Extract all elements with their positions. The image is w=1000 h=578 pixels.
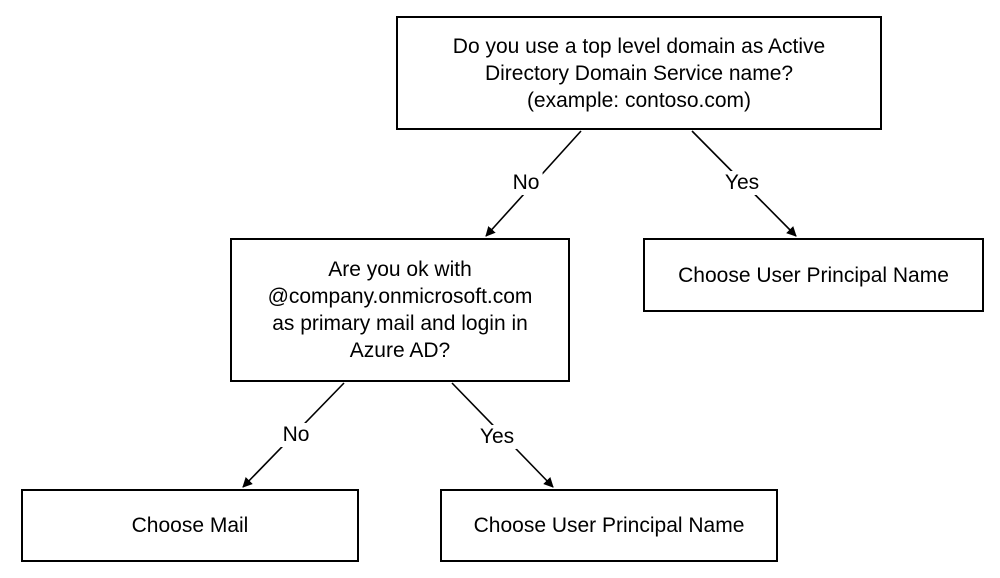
edge-label-q2-no: No	[279, 423, 313, 447]
decision-text-top-level-domain: Do you use a top level domain as Active …	[452, 34, 826, 112]
result-box-upn-top: Choose User Principal Name	[643, 238, 984, 312]
edge-label-q1-no: No	[509, 171, 543, 195]
result-text-upn-top: Choose User Principal Name	[678, 263, 949, 287]
edge-label-q2-yes: Yes	[476, 425, 518, 449]
result-box-upn-bottom: Choose User Principal Name	[440, 489, 778, 562]
decision-text-onmicrosoft-ok: Are you ok with @company.onmicrosoft.com…	[267, 258, 533, 362]
decision-box-top-level-domain: Do you use a top level domain as Active …	[396, 16, 882, 130]
result-text-mail: Choose Mail	[131, 514, 249, 537]
decision-box-onmicrosoft-ok: Are you ok with @company.onmicrosoft.com…	[230, 238, 570, 382]
result-text-upn-bottom: Choose User Principal Name	[473, 514, 745, 537]
edge-label-q1-yes: Yes	[721, 171, 763, 195]
result-box-mail: Choose Mail	[21, 489, 359, 562]
